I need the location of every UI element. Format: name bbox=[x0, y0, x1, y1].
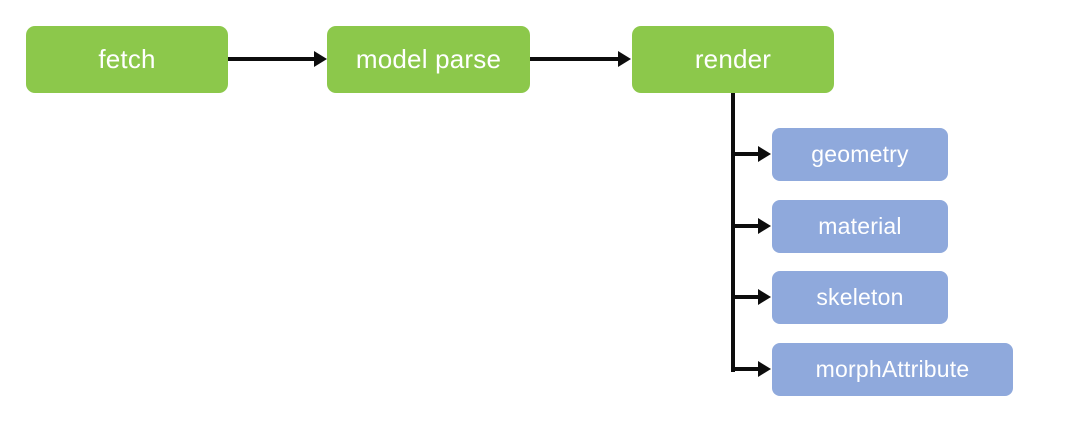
node-morphattribute[interactable]: morphAttribute bbox=[772, 343, 1013, 396]
connector-render-to-material bbox=[731, 224, 758, 228]
arrowhead-skeleton bbox=[758, 289, 771, 305]
arrowhead-material bbox=[758, 218, 771, 234]
node-material[interactable]: material bbox=[772, 200, 948, 253]
connector-model-parse-to-render bbox=[530, 57, 618, 61]
connector-fetch-to-model-parse bbox=[228, 57, 314, 61]
connector-render-to-geometry bbox=[731, 152, 758, 156]
node-skeleton[interactable]: skeleton bbox=[772, 271, 948, 324]
node-model-parse[interactable]: model parse bbox=[327, 26, 530, 93]
connector-render-to-skeleton bbox=[731, 295, 758, 299]
arrowhead-render bbox=[618, 51, 631, 67]
node-render[interactable]: render bbox=[632, 26, 834, 93]
node-material-label: material bbox=[818, 213, 902, 239]
arrowhead-geometry bbox=[758, 146, 771, 162]
connector-render-trunk bbox=[731, 93, 735, 372]
node-morphattribute-label: morphAttribute bbox=[815, 356, 970, 382]
node-skeleton-label: skeleton bbox=[816, 284, 904, 310]
connector-render-to-morphattribute bbox=[731, 367, 758, 371]
node-fetch[interactable]: fetch bbox=[26, 26, 228, 93]
arrowhead-morphattribute bbox=[758, 361, 771, 377]
node-geometry-label: geometry bbox=[811, 141, 909, 167]
arrowhead-model-parse bbox=[314, 51, 327, 67]
node-geometry[interactable]: geometry bbox=[772, 128, 948, 181]
node-fetch-label: fetch bbox=[98, 44, 156, 74]
node-model-parse-label: model parse bbox=[355, 44, 502, 74]
node-render-label: render bbox=[694, 44, 772, 74]
